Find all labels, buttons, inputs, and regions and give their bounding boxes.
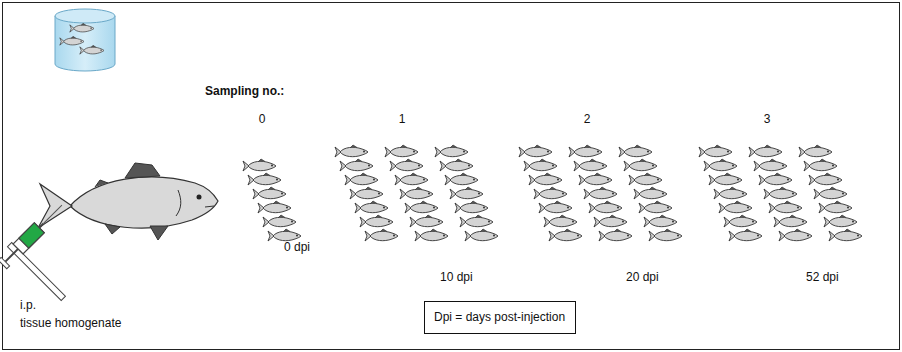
- small-fish: [365, 229, 398, 241]
- small-fish: [243, 159, 276, 171]
- small-fish: [729, 229, 762, 241]
- small-fish: [704, 159, 737, 171]
- small-fish: [455, 201, 488, 213]
- small-fish: [644, 215, 677, 227]
- sampling-number: 3: [764, 112, 771, 126]
- small-fish: [779, 229, 812, 241]
- small-fish: [639, 201, 672, 213]
- small-fish: [385, 145, 418, 157]
- small-fish: [549, 229, 582, 241]
- small-fish: [415, 229, 448, 241]
- box-text: Dpi = days post-injection: [434, 310, 566, 324]
- small-fish: [649, 229, 682, 241]
- small-fish: [440, 159, 473, 171]
- small-fish: [395, 173, 428, 185]
- small-fish: [410, 215, 443, 227]
- small-fish: [335, 145, 368, 157]
- small-fish: [594, 215, 627, 227]
- time-label: 20 dpi: [626, 270, 659, 284]
- small-fish: [829, 229, 862, 241]
- small-fish: [709, 173, 742, 185]
- small-fish: [445, 173, 478, 185]
- frame: [3, 3, 900, 350]
- small-fish: [759, 173, 792, 185]
- heading-label: Sampling no.:: [205, 84, 284, 98]
- small-fish: [340, 159, 373, 171]
- small-fish: [569, 145, 602, 157]
- injection-label: i.p.: [20, 298, 36, 312]
- small-fish: [809, 173, 842, 185]
- fish-groups: [243, 145, 862, 241]
- small-fish: [719, 201, 752, 213]
- sampling-number: 2: [584, 112, 591, 126]
- syringe: [0, 199, 109, 312]
- tank: [55, 9, 115, 71]
- time-label: 52 dpi: [806, 270, 839, 284]
- small-fish: [248, 173, 281, 185]
- small-fish: [263, 215, 296, 227]
- small-fish: [258, 201, 291, 213]
- small-fish: [465, 229, 498, 241]
- small-fish: [435, 145, 468, 157]
- small-fish: [629, 173, 662, 185]
- small-fish: [584, 187, 617, 199]
- small-fish: [624, 159, 657, 171]
- legend-box: Dpi = days post-injection: [424, 301, 576, 334]
- small-fish: [345, 173, 378, 185]
- small-fish: [754, 159, 787, 171]
- small-fish: [519, 145, 552, 157]
- small-fish: [544, 215, 577, 227]
- time-label: 10 dpi: [440, 270, 473, 284]
- small-fish: [824, 215, 857, 227]
- small-fish: [799, 145, 832, 157]
- small-fish: [804, 159, 837, 171]
- small-fish: [579, 173, 612, 185]
- small-fish: [405, 201, 438, 213]
- small-fish: [253, 187, 286, 199]
- time-label: 0 dpi: [284, 240, 310, 254]
- small-fish: [534, 187, 567, 199]
- sampling-number: 0: [259, 112, 266, 126]
- small-fish: [724, 215, 757, 227]
- small-fish: [634, 187, 667, 199]
- small-fish: [539, 201, 572, 213]
- small-fish: [764, 187, 797, 199]
- small-fish: [589, 201, 622, 213]
- small-fish: [390, 159, 423, 171]
- small-fish: [769, 201, 802, 213]
- small-fish: [268, 229, 301, 241]
- small-fish: [400, 187, 433, 199]
- small-fish: [774, 215, 807, 227]
- small-fish: [529, 173, 562, 185]
- fish: [38, 163, 218, 240]
- injection-label: tissue homogenate: [20, 316, 121, 330]
- small-fish: [819, 201, 852, 213]
- small-fish: [450, 187, 483, 199]
- small-fish: [524, 159, 557, 171]
- small-fish: [360, 215, 393, 227]
- small-fish: [699, 145, 732, 157]
- small-fish: [599, 229, 632, 241]
- small-fish: [749, 145, 782, 157]
- sampling-number: 1: [399, 112, 406, 126]
- small-fish: [619, 145, 652, 157]
- small-fish: [814, 187, 847, 199]
- small-fish: [574, 159, 607, 171]
- small-fish: [355, 201, 388, 213]
- small-fish: [714, 187, 747, 199]
- small-fish: [460, 215, 493, 227]
- small-fish: [350, 187, 383, 199]
